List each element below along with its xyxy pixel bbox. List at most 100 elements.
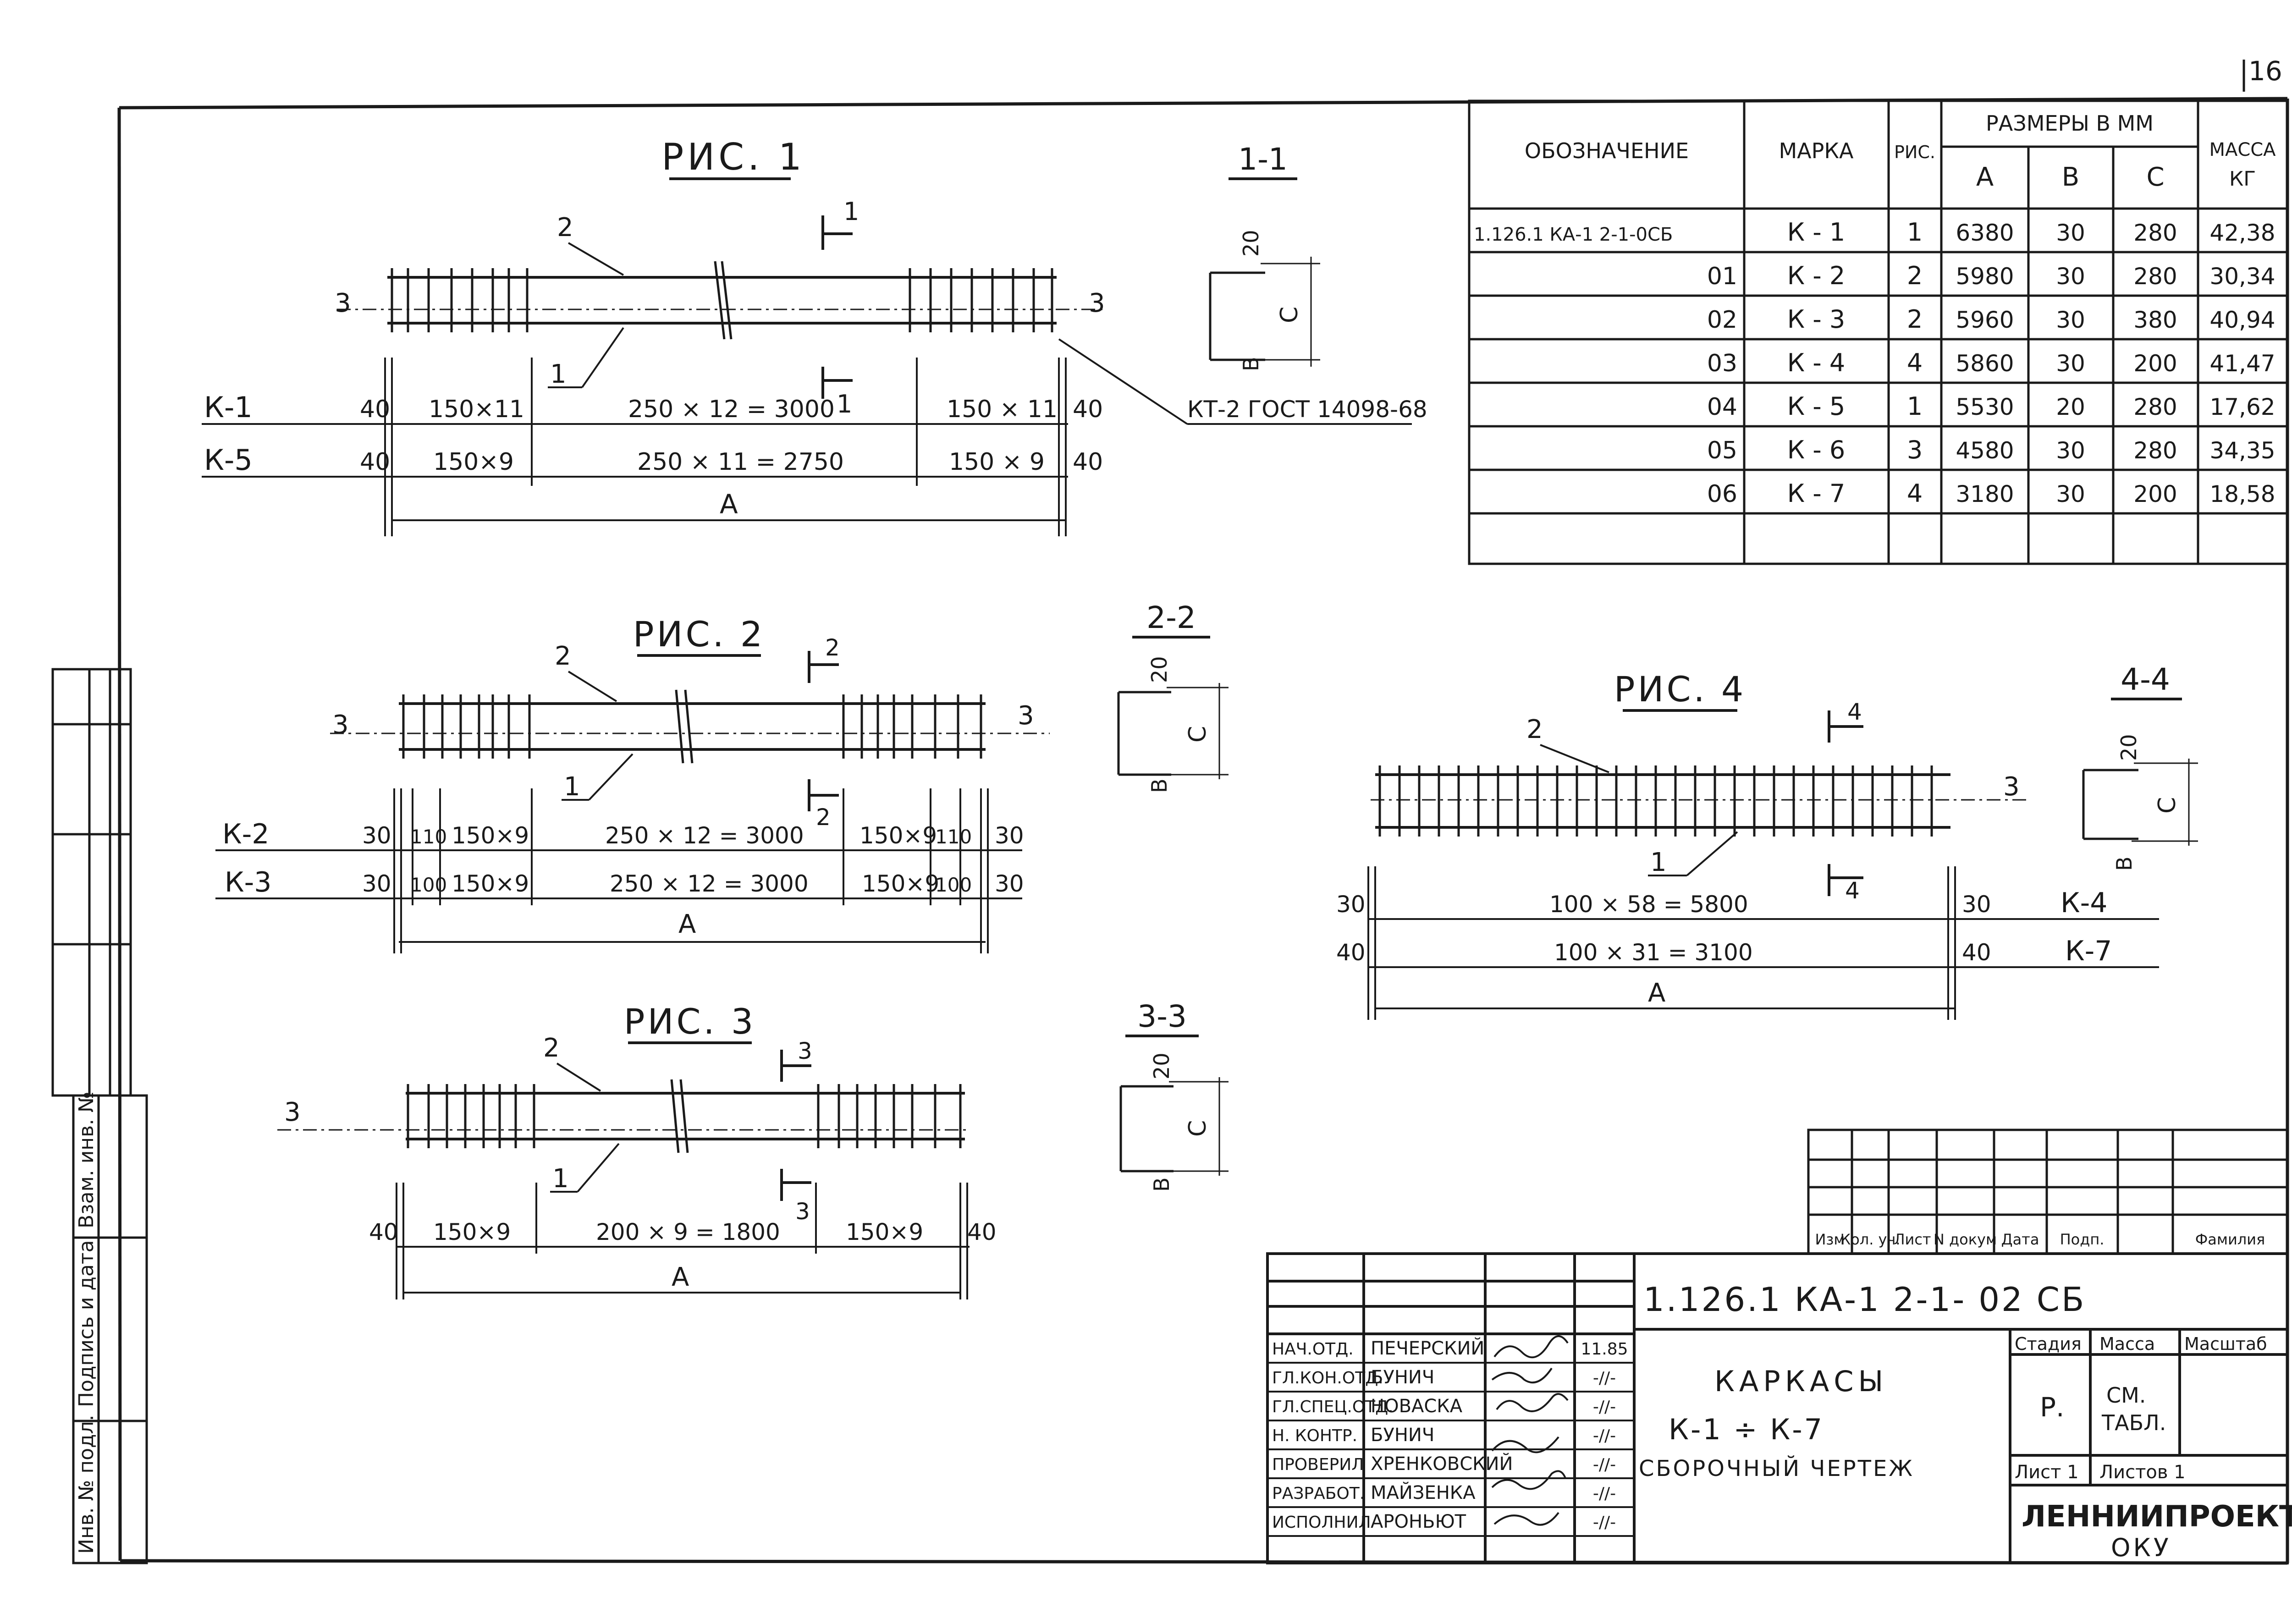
fig2-cut-bottom: 2 [816,804,831,831]
fig2-k2-s2: 150×9 [860,822,937,849]
staff-date: 11.85 [1581,1340,1628,1359]
spec-row-c: 280 [2133,394,2177,420]
staff-date: -//- [1593,1426,1616,1445]
spec-row-a: 4580 [1956,437,2014,464]
title-line-3: СБОРОЧНЫЙ ЧЕРТЕЖ [1639,1455,1914,1481]
fig2-k3-e2: 100 [935,874,972,896]
spec-row-mass: 18,58 [2209,481,2275,507]
header-mark: МАРКА [1779,138,1854,163]
fig3-section-top: 20 [1149,1052,1174,1079]
staff-name: ХРЕНКОВСКИЙ [1371,1453,1513,1475]
fig4-section-side: С [2154,797,2181,814]
spec-row-b: 30 [2056,307,2085,333]
document-code: 1.126.1 КА-1 2-1- 02 СБ [1643,1280,2086,1319]
scale-label: Масштаб [2184,1334,2267,1354]
fig3-label-2: 2 [543,1033,560,1063]
staff-date: -//- [1593,1484,1616,1503]
fig2-k2-e1: 110 [410,826,447,848]
title-block-grid [1266,1252,2289,1564]
staff-role: ИСПОЛНИЛ [1272,1513,1371,1532]
staff-date: -//- [1593,1398,1616,1416]
fig1-dimensions: К-1 40 150×11 250 × 12 = 3000 150 × 11 4… [204,391,1103,520]
header-c: С [2146,162,2164,192]
fig4-section-top: 20 [2116,734,2141,761]
spec-row-mass: 34,35 [2209,437,2275,464]
spec-row-fig: 4 [1907,348,1923,377]
fig4-label-1: 1 [1650,848,1667,877]
spec-row-b: 30 [2056,481,2085,507]
fig4-dimensions: 30 100 × 58 = 5800 30 К-4 40 100 × 31 = … [1336,887,2112,1008]
fig2-k3-e1: 100 [410,874,447,896]
stamp-replaced-inv: Взам. инв. № [75,1091,98,1228]
header-mass-unit: КГ [2229,167,2256,191]
revision-header: Подп. [2060,1231,2105,1248]
sheets-label: Листов 1 [2099,1462,2186,1483]
spec-row-a: 3180 [1956,481,2014,507]
fig4-k4-left: 30 [1336,891,1366,918]
fig1-dim-a: А [720,489,738,520]
spec-row-fig: 2 [1907,261,1923,290]
header-mass: МАССА [2209,139,2276,160]
staff-name: ПЕЧЕРСКИЙ [1371,1337,1484,1359]
fig1-k5-right: 40 [1073,448,1103,476]
fig3-label-1: 1 [552,1164,569,1194]
fig4-cut-bottom: 4 [1845,877,1860,904]
spec-row-designation: 1.126.1 КА-1 2-1-0СБ [1474,224,1673,245]
spec-row-b: 30 [2056,437,2085,464]
fig1-label-3-right: 3 [1089,288,1105,318]
spec-row-c: 200 [2133,481,2177,507]
staff-role: НАЧ.ОТД. [1272,1340,1354,1359]
fig2-mark-k2: К-2 [222,818,269,850]
spec-row-mark: К - 6 [1787,435,1846,464]
mass-value-2: ТАБЛ. [2101,1410,2166,1435]
header-b: В [2062,162,2079,192]
spec-row-fig: 3 [1907,435,1923,464]
fig1-k5-s2: 150 × 9 [949,448,1045,476]
fig4-k7-mid: 100 × 31 = 3100 [1554,939,1753,966]
fig1-label-3-left: 3 [335,288,351,318]
staff-name: МАЙЗЕНКА [1371,1481,1476,1503]
staff-name: НОВАСКА [1371,1396,1463,1417]
fig2-section-title: 2-2 [1146,600,1196,635]
spec-row-a: 5530 [1956,394,2014,420]
title-block-text: 1.126.1 КА-1 2-1- 02 СБ КАРКАСЫ К-1 ÷ К-… [1639,1280,2292,1562]
revision-header: Дата [2001,1231,2039,1248]
spec-row-b: 30 [2056,220,2085,246]
fig2-k3-s1: 150×9 [452,870,529,897]
fig1-section-top: 20 [1239,230,1263,257]
sheet-number: 16 [2248,55,2282,87]
figure-1: РИС. 1 1-1 2 1 3 3 1 [202,136,1427,536]
fig1-crossbars [391,261,1053,340]
stamp-inv-no: Инв. № подл. [75,1415,98,1554]
fig3-cut-top: 3 [798,1038,812,1064]
spec-row-fig: 1 [1907,218,1923,247]
spec-table-headers: ОБОЗНАЧЕНИЕ МАРКА РИС. РАЗМЕРЫ В ММ А В … [1525,111,2276,192]
header-designation: ОБОЗНАЧЕНИЕ [1525,138,1689,163]
spec-table-grid [1468,99,2289,565]
fig3-s1: 150×9 [433,1219,511,1245]
fig2-section-side: С [1184,726,1212,743]
fig2-label-1: 1 [564,772,580,802]
fig3-mid: 200 × 9 = 1800 [596,1219,780,1245]
spec-row-a: 6380 [1956,220,2014,246]
fig2-label-3-right: 3 [1018,701,1034,731]
fig2-section-top: 20 [1147,656,1172,683]
fig1-cut-top: 1 [843,197,859,226]
spec-row-c: 280 [2133,263,2177,290]
fig4-section-title: 4-4 [2121,662,2170,697]
fig1-k1-s2: 150 × 11 [947,396,1058,423]
mass-value-1: СМ. [2106,1383,2146,1408]
spec-row-b: 20 [2056,394,2085,420]
fig2-cut-top: 2 [825,634,840,661]
fig2-k2-right: 30 [995,822,1024,849]
fig2-mark-k3: К-3 [225,866,271,898]
figure-4: РИС. 4 4-4 2 1 3 4 4 30 100 × 58 = 5800 … [1336,662,2198,1020]
fig4-k7-right: 40 [1962,939,1991,966]
fig4-cut-top: 4 [1847,699,1862,725]
fig2-k2-e2: 110 [935,826,972,848]
fig2-k3-s2: 150×9 [862,870,939,897]
fig4-dim-a: А [1648,978,1665,1008]
fig3-cut-bottom: 3 [795,1198,810,1225]
